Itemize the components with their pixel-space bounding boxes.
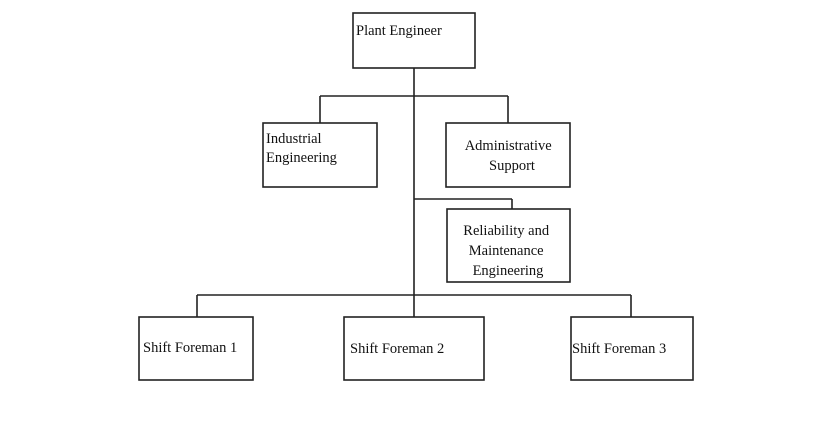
node-label-line: Plant Engineer — [356, 23, 442, 39]
node-box — [445, 122, 571, 188]
node-box — [570, 316, 694, 381]
node-box — [262, 122, 378, 188]
node-label-line: Maintenance — [469, 243, 544, 259]
node-label: Administrative Support — [465, 138, 556, 174]
node-box — [352, 12, 476, 69]
node-label: Shift Foreman 1 — [143, 340, 237, 356]
node-box — [138, 316, 254, 381]
node-industrial-engineering: Industrial Engineering — [262, 122, 378, 188]
node-label-line: Shift Foreman 2 — [350, 341, 444, 357]
node-shift-foreman-3: Shift Foreman 3 — [570, 316, 694, 381]
node-label: Plant Engineer — [356, 23, 442, 39]
node-label-line: Reliability and — [463, 223, 550, 239]
node-box — [446, 208, 571, 283]
node-label-line: Engineering — [473, 263, 544, 279]
node-label: Reliability and Maintenance Engineering — [463, 223, 552, 279]
node-shift-foreman-1: Shift Foreman 1 — [138, 316, 254, 381]
node-label-line: Support — [489, 158, 535, 174]
connectors — [196, 68, 632, 317]
node-label-line: Industrial — [266, 131, 322, 147]
node-label: Shift Foreman 2 — [350, 341, 444, 357]
node-shift-foreman-2: Shift Foreman 2 — [343, 316, 485, 381]
node-box — [343, 316, 485, 381]
node-label-line: Administrative — [465, 138, 552, 154]
node-plant-engineer: Plant Engineer — [352, 12, 476, 69]
node-label-line: Shift Foreman 3 — [572, 341, 666, 357]
node-label-line: Engineering — [266, 150, 337, 166]
node-label: Industrial Engineering — [266, 131, 337, 166]
node-label: Shift Foreman 3 — [572, 341, 666, 357]
node-label-line: Shift Foreman 1 — [143, 340, 237, 356]
node-reliability-maintenance-engineering: Reliability and Maintenance Engineering — [446, 208, 571, 283]
node-administrative-support: Administrative Support — [445, 122, 571, 188]
